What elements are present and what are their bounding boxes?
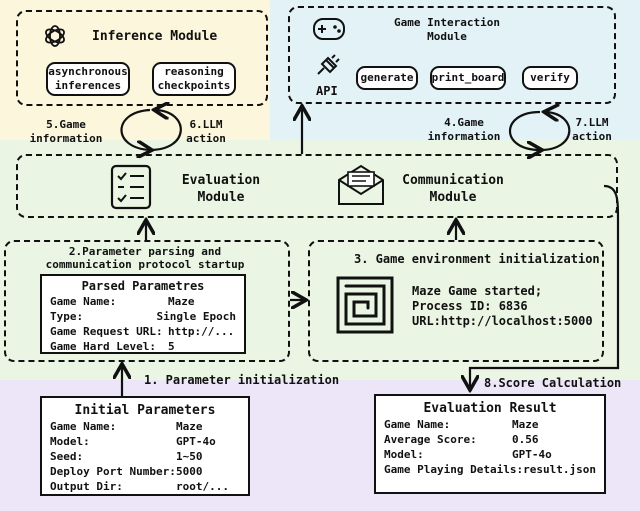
result-value-3: result.json [523, 463, 596, 476]
initial-key-3: Deploy Port Number: [50, 465, 176, 478]
game-start-text: Maze Game started; Process ID: 6836 URL:… [412, 284, 593, 329]
step6-label: 6.LLM action [176, 118, 236, 146]
result-row-0: Game Name: Maze [384, 417, 596, 432]
loop-arrow-left-2 [509, 110, 540, 150]
loop-arrow-left [120, 108, 151, 150]
step5-label: 5.Game information [26, 118, 106, 146]
evaluation-module-text: Evaluation Module [181, 173, 261, 205]
evaluation-result-card: Evaluation Result Game Name: Maze Average… [374, 394, 606, 494]
game-start-line-2: URL:http://localhost:5000 [412, 314, 593, 328]
initial-row-0: Game Name: Maze [50, 419, 240, 434]
result-value-2: GPT-4o [512, 448, 552, 461]
result-row-3: Game Playing Details:result.json [384, 462, 596, 477]
step7-label: 7.LLM action [562, 116, 622, 144]
parsed-value-2: http://... [168, 325, 235, 338]
openai-logo-icon [45, 25, 65, 47]
parameter-parsing-region [4, 240, 290, 362]
game-environment-region [308, 240, 604, 362]
plug-icon [317, 54, 340, 75]
game-start-line-1: Process ID: 6836 [412, 299, 528, 313]
initial-row-2: Seed: 1~50 [50, 449, 240, 464]
generate-api: generate [356, 66, 418, 90]
initial-value-1: GPT-4o [176, 435, 216, 448]
result-row-1: Average Score: 0.56 [384, 432, 596, 447]
step7-text: 7.LLM action [572, 116, 612, 143]
initial-value-2: 1~50 [176, 450, 203, 463]
step3-title: 3. Game environment initialization [354, 252, 600, 266]
result-row-2: Model: GPT-4o [384, 447, 596, 462]
step5-text: 5.Game information [29, 118, 103, 145]
initial-value-0: Maze [176, 420, 203, 433]
inference-module [16, 10, 268, 106]
parsed-row-2: Game Request URL: http://... [50, 324, 236, 339]
initial-row-3: Deploy Port Number:5000 [50, 464, 240, 479]
loop-arrow-right [149, 110, 182, 152]
step8-label: 8.Score Calculation [484, 376, 622, 390]
verify-api: verify [522, 66, 578, 90]
checklist-icon [110, 164, 152, 210]
initial-key-4: Output Dir: [50, 480, 123, 493]
inference-module-title: Inference Module [92, 29, 218, 44]
initial-key-0: Game Name: [50, 420, 117, 433]
initial-parameters-title: Initial Parameters [74, 403, 216, 418]
result-key-1: Average Score: [384, 433, 477, 446]
reasoning-checkpoints-item: reasoning checkpoints [152, 62, 236, 96]
parsed-row-1: Type: Single Epoch [50, 309, 236, 324]
initial-value-3: 5000 [176, 465, 203, 478]
api-label: API [316, 84, 338, 98]
parsed-value-3: 5 [168, 340, 175, 353]
communication-module-text: Communication Module [402, 173, 504, 205]
step2-title-text: 2.Parameter parsing and communication pr… [45, 245, 245, 271]
step4-label: 4.Game information [424, 116, 504, 144]
asynchronous-inferences-item: asynchronous inferences [46, 62, 130, 96]
step1-label: 1. Parameter initialization [144, 373, 340, 387]
result-value-1: 0.56 [512, 433, 539, 446]
parsed-key-0: Game Name: [50, 295, 117, 308]
initial-row-1: Model: GPT-4o [50, 434, 240, 449]
parsed-row-3: Game Hard Level: 5 [50, 339, 236, 354]
game-start-line-0: Maze Game started; [412, 284, 543, 298]
step6-text: 6.LLM action [186, 118, 226, 145]
result-key-3: Game Playing Details: [384, 463, 524, 476]
step2-title: 2.Parameter parsing and communication pr… [40, 245, 250, 271]
game-interaction-title-text: Game Interaction Module [394, 16, 500, 43]
step4-text: 4.Game information [427, 116, 501, 143]
print-board-api: print_board [430, 66, 506, 90]
result-key-2: Model: [384, 448, 424, 461]
maze-icon [336, 276, 394, 334]
parsed-value-1: Single Epoch [156, 310, 236, 323]
parsed-parameters-card: Parsed Parametres Game Name: Maze Type: Si… [40, 274, 246, 354]
parsed-row-0: Game Name: Maze [50, 294, 236, 309]
band-to-result-arrow [470, 184, 620, 388]
initial-key-2: Seed: [50, 450, 84, 463]
game-interaction-module [288, 6, 616, 104]
result-key-0: Game Name: [384, 418, 451, 431]
evaluation-module-title: Evaluation Module [176, 172, 266, 206]
loop-arrow-right-2 [539, 112, 571, 152]
gamepad-icon [313, 18, 345, 40]
parsed-key-1: Type: [50, 310, 84, 323]
parsed-key-2: Game Request URL: [50, 325, 163, 338]
evaluation-communication-band [16, 154, 618, 218]
game-interaction-title: Game Interaction Module [392, 16, 502, 44]
result-value-0: Maze [512, 418, 539, 431]
parsed-value-0: Maze [168, 295, 195, 308]
parsed-parameters-title: Parsed Parametres [81, 279, 205, 293]
envelope-icon [338, 164, 384, 205]
initial-parameters-card: Initial Parameters Game Name: Maze Model:… [40, 396, 250, 496]
parsed-key-3: Game Hard Level: [50, 340, 156, 353]
evaluation-result-title: Evaluation Result [423, 401, 557, 416]
initial-row-4: Output Dir: root/... [50, 479, 240, 494]
initial-key-1: Model: [50, 435, 90, 448]
communication-module-title: Communication Module [398, 172, 508, 206]
initial-value-4: root/... [176, 480, 229, 493]
